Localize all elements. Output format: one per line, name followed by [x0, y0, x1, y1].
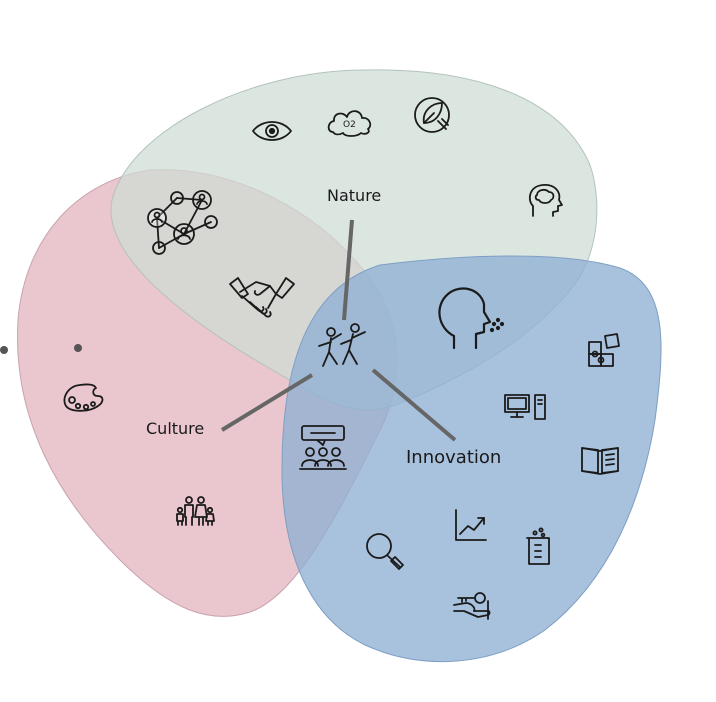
- eye-icon: [252, 121, 292, 141]
- innovation-label: Innovation: [406, 447, 501, 468]
- dot-marker: [74, 344, 82, 352]
- book-icon: [581, 447, 619, 475]
- nature-label: Nature: [327, 186, 381, 205]
- magnifier-icon: [366, 533, 404, 570]
- beaker-icon: [526, 527, 550, 565]
- innovation-region: [281, 255, 662, 662]
- family-icon: [176, 496, 215, 526]
- growth-chart-icon: [455, 509, 487, 541]
- nature-connector: [342, 219, 354, 321]
- computer-icon: [504, 394, 546, 420]
- oxygen-cloud-icon: O2: [327, 110, 372, 137]
- speaking-head-icon: [438, 287, 505, 350]
- dot-marker-edge: [0, 346, 8, 354]
- dancing-people-icon: [318, 323, 366, 367]
- meeting-group-icon: [299, 425, 347, 470]
- social-network-icon: [147, 190, 218, 255]
- culture-connector: [220, 373, 314, 432]
- puzzle-icon: [588, 333, 620, 367]
- painter-palette-icon: [63, 383, 104, 412]
- brain-head-icon: [528, 184, 563, 217]
- innovation-connector: [371, 368, 457, 442]
- eco-plug-icon: [414, 97, 450, 133]
- culture-label: Culture: [146, 419, 204, 438]
- handshake-icon: [229, 277, 295, 318]
- hand-with-key-icon: [453, 592, 491, 620]
- svg-text:O2: O2: [343, 120, 356, 130]
